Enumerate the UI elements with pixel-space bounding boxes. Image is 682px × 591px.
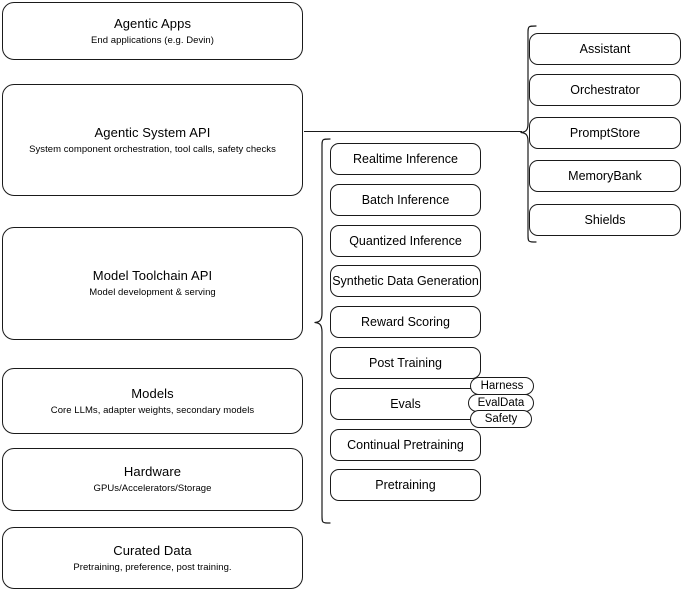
toolchain-item-label: Synthetic Data Generation [332, 274, 479, 288]
toolchain-item-batch-inference[interactable]: Batch Inference [330, 184, 481, 216]
toolchain-item-label: Continual Pretraining [347, 438, 464, 452]
connector-line-system-api [304, 131, 522, 133]
system-item-promptstore[interactable]: PromptStore [529, 117, 681, 149]
layer-title: Model Toolchain API [92, 268, 213, 283]
layer-box-models[interactable]: Models Core LLMs, adapter weights, secon… [2, 368, 303, 434]
evals-subcomponent-label: Harness [480, 380, 524, 392]
evals-subcomponent-label: EvalData [477, 397, 525, 409]
toolchain-item-continual-pretraining[interactable]: Continual Pretraining [330, 429, 481, 461]
layer-subtitle: GPUs/Accelerators/Storage [93, 483, 212, 494]
system-item-orchestrator[interactable]: Orchestrator [529, 74, 681, 106]
toolchain-item-label: Realtime Inference [353, 152, 458, 166]
evals-subcomponent-label: Safety [484, 413, 518, 425]
system-item-label: Assistant [579, 42, 631, 56]
toolchain-item-label: Quantized Inference [349, 234, 462, 248]
system-item-assistant[interactable]: Assistant [529, 33, 681, 65]
toolchain-item-evals[interactable]: Evals [330, 388, 481, 420]
brace-model-toolchain [314, 138, 331, 524]
system-item-label: Orchestrator [570, 83, 640, 97]
brace-agentic-system [520, 25, 537, 243]
layer-subtitle: System component orchestration, tool cal… [29, 143, 276, 155]
system-item-label: Shields [584, 213, 626, 227]
toolchain-item-realtime-inference[interactable]: Realtime Inference [330, 143, 481, 175]
layer-box-agentic-system-api[interactable]: Agentic System API System component orch… [2, 84, 303, 196]
toolchain-item-synthetic-data-generation[interactable]: Synthetic Data Generation [330, 265, 481, 297]
toolchain-item-label: Post Training [369, 356, 442, 370]
layer-subtitle: Model development & serving [89, 287, 216, 298]
toolchain-item-label: Evals [390, 397, 421, 411]
layer-subtitle: Pretraining, preference, post training. [73, 561, 232, 573]
toolchain-item-quantized-inference[interactable]: Quantized Inference [330, 225, 481, 257]
layer-subtitle: Core LLMs, adapter weights, secondary mo… [50, 404, 255, 416]
system-item-label: MemoryBank [568, 169, 642, 183]
layer-box-hardware[interactable]: Hardware GPUs/Accelerators/Storage [2, 448, 303, 511]
system-item-memorybank[interactable]: MemoryBank [529, 160, 681, 192]
layer-box-curated-data[interactable]: Curated Data Pretraining, preference, po… [2, 527, 303, 589]
evals-subcomponent-evaldata[interactable]: EvalData [468, 394, 534, 412]
toolchain-item-post-training[interactable]: Post Training [330, 347, 481, 379]
layer-title: Hardware [123, 464, 182, 479]
evals-subcomponent-safety[interactable]: Safety [470, 410, 532, 428]
layer-box-agentic-apps[interactable]: Agentic Apps End applications (e.g. Devi… [2, 2, 303, 60]
system-item-shields[interactable]: Shields [529, 204, 681, 236]
layer-subtitle: End applications (e.g. Devin) [91, 34, 214, 46]
toolchain-item-label: Reward Scoring [361, 315, 450, 329]
toolchain-item-reward-scoring[interactable]: Reward Scoring [330, 306, 481, 338]
layer-title: Curated Data [113, 542, 192, 558]
layer-box-model-toolchain-api[interactable]: Model Toolchain API Model development & … [2, 227, 303, 340]
evals-subcomponent-harness[interactable]: Harness [470, 377, 534, 395]
layer-title: Agentic Apps [113, 15, 192, 31]
system-item-label: PromptStore [569, 126, 641, 140]
layer-title: Agentic System API [94, 124, 211, 140]
toolchain-item-label: Pretraining [375, 478, 436, 492]
toolchain-item-label: Batch Inference [361, 193, 450, 207]
layer-title: Models [131, 385, 174, 401]
toolchain-item-pretraining[interactable]: Pretraining [330, 469, 481, 501]
